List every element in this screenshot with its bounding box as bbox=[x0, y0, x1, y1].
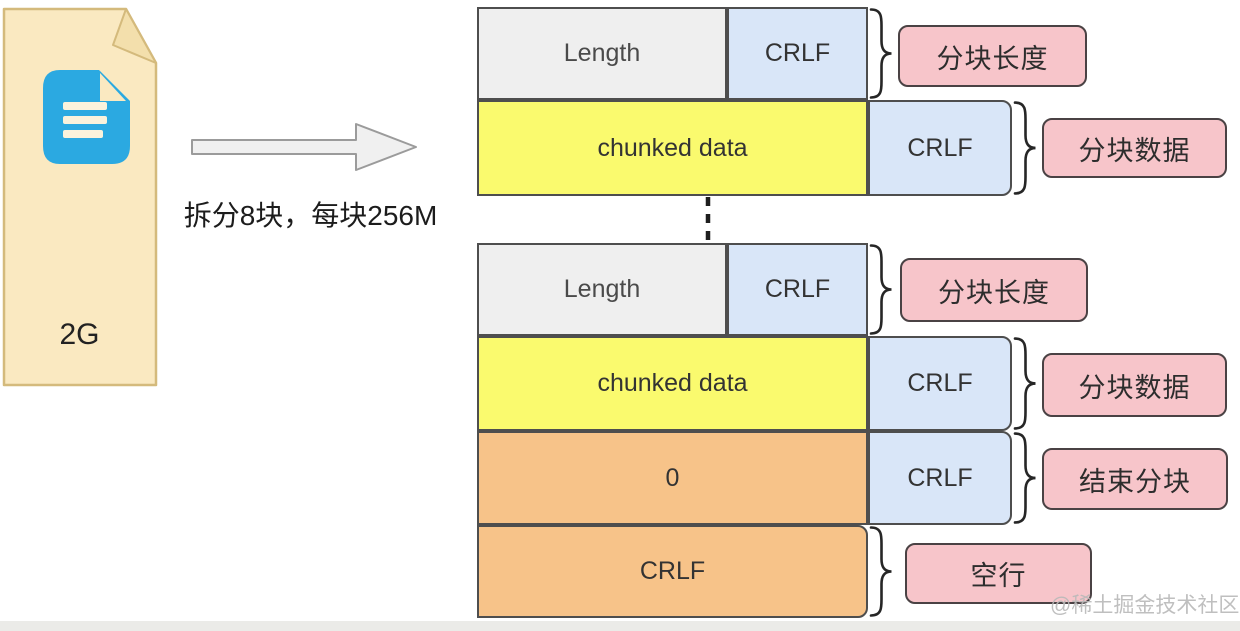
annotation-label: 空行 bbox=[905, 543, 1092, 604]
crlf-box: CRLF bbox=[868, 431, 1012, 525]
crlf-box: CRLF bbox=[868, 100, 1012, 196]
length-box: Length bbox=[477, 7, 727, 100]
chunk-data-box: chunked data bbox=[477, 100, 868, 196]
chunk-data-box: chunked data bbox=[477, 336, 868, 431]
annotation-label: 分块数据 bbox=[1042, 353, 1227, 417]
crlf-box: CRLF bbox=[477, 525, 868, 618]
split-arrow-icon bbox=[191, 123, 417, 171]
watermark: @稀土掘金技术社区 bbox=[1050, 594, 1240, 617]
continuation-dashes bbox=[705, 197, 711, 243]
curly-brace-icon bbox=[1013, 101, 1036, 195]
crlf-box: CRLF bbox=[727, 7, 868, 100]
curly-brace-icon bbox=[869, 8, 892, 99]
annotation-label: 分块长度 bbox=[900, 258, 1088, 322]
split-caption: 拆分8块，每块256M bbox=[183, 200, 438, 231]
annotation-label: 结束分块 bbox=[1042, 448, 1228, 510]
annotation-label: 分块长度 bbox=[898, 25, 1087, 87]
curly-brace-icon bbox=[1013, 337, 1036, 430]
length-box: Length bbox=[477, 243, 727, 336]
curly-brace-icon bbox=[869, 244, 892, 335]
zero-box: 0 bbox=[477, 431, 868, 525]
crlf-box: CRLF bbox=[727, 243, 868, 336]
curly-brace-icon bbox=[1013, 432, 1036, 524]
file-size-label: 2G bbox=[59, 318, 100, 351]
bottom-divider bbox=[0, 621, 1240, 631]
document-icon bbox=[43, 70, 130, 164]
crlf-box: CRLF bbox=[868, 336, 1012, 431]
page-fold bbox=[112, 8, 157, 64]
annotation-label: 分块数据 bbox=[1042, 118, 1227, 178]
curly-brace-icon bbox=[869, 526, 892, 617]
